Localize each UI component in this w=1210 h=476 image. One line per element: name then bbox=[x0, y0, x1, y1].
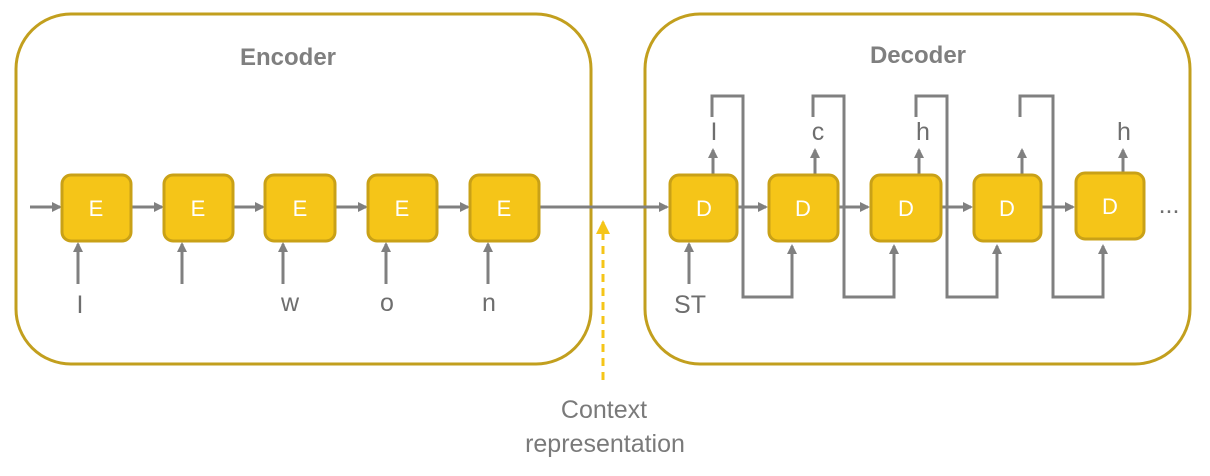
decoder-feedback-wire bbox=[710, 94, 797, 299]
encoder-cell: E bbox=[263, 173, 337, 243]
decoder-cell: D bbox=[767, 173, 840, 243]
encoder-cell-label: E bbox=[293, 196, 308, 221]
decoder-cell-box bbox=[668, 173, 739, 243]
decoder-cell-label: D bbox=[999, 196, 1015, 221]
encoder-cell: E bbox=[60, 173, 133, 243]
encoder-cell-box bbox=[60, 173, 133, 243]
decoder-title: Decoder bbox=[870, 42, 966, 69]
encoder-cell-label: E bbox=[89, 196, 104, 221]
decoder-cell: D bbox=[668, 173, 739, 243]
decoder-feedback-wire bbox=[811, 94, 899, 299]
decoder-cell-box bbox=[869, 173, 943, 243]
encoder-input-token: n bbox=[482, 289, 496, 317]
decoder-output-token: h bbox=[916, 118, 930, 146]
encoder-cell-label: E bbox=[395, 196, 410, 221]
encoder-cell: E bbox=[366, 173, 439, 243]
decoder-cell-box bbox=[1074, 171, 1146, 241]
encoder-cell-box bbox=[162, 173, 235, 243]
decoder-cell: D bbox=[1074, 171, 1146, 241]
decoder-cell-label: D bbox=[1102, 194, 1118, 219]
encoder-cell-label: E bbox=[497, 196, 512, 221]
decoder-output-token: c bbox=[812, 118, 825, 146]
decoder-cell-box bbox=[972, 173, 1043, 243]
decoder-cell-label: D bbox=[898, 196, 914, 221]
start-token-label: ST bbox=[674, 291, 706, 319]
continuation-ellipsis: ... bbox=[1159, 191, 1180, 219]
decoder-feedback-wire bbox=[1018, 94, 1108, 299]
encoder-input-token: w bbox=[280, 289, 300, 317]
encoder-cell-box bbox=[263, 173, 337, 243]
encoder-cell: E bbox=[468, 173, 541, 243]
encoder-cell-box bbox=[468, 173, 541, 243]
encoder-input-token: I bbox=[77, 291, 84, 319]
encoder-cell: E bbox=[162, 173, 235, 243]
decoder-feedback-wire bbox=[914, 94, 1002, 299]
context-caption-line1: Context bbox=[561, 396, 647, 424]
encoder-input-token: o bbox=[380, 289, 394, 317]
encoder-cell-box bbox=[366, 173, 439, 243]
decoder-cell-label: D bbox=[696, 196, 712, 221]
decoder-cell: D bbox=[972, 173, 1043, 243]
decoder-cell-box bbox=[767, 173, 840, 243]
context-caption-line2: representation bbox=[525, 430, 685, 458]
decoder-output-token: I bbox=[711, 118, 718, 146]
decoder-cell-label: D bbox=[795, 196, 811, 221]
encoder-title: Encoder bbox=[240, 44, 336, 71]
decoder-cell: D bbox=[869, 173, 943, 243]
decoder-output-token: h bbox=[1117, 118, 1131, 146]
encoder-cell-label: E bbox=[191, 196, 206, 221]
